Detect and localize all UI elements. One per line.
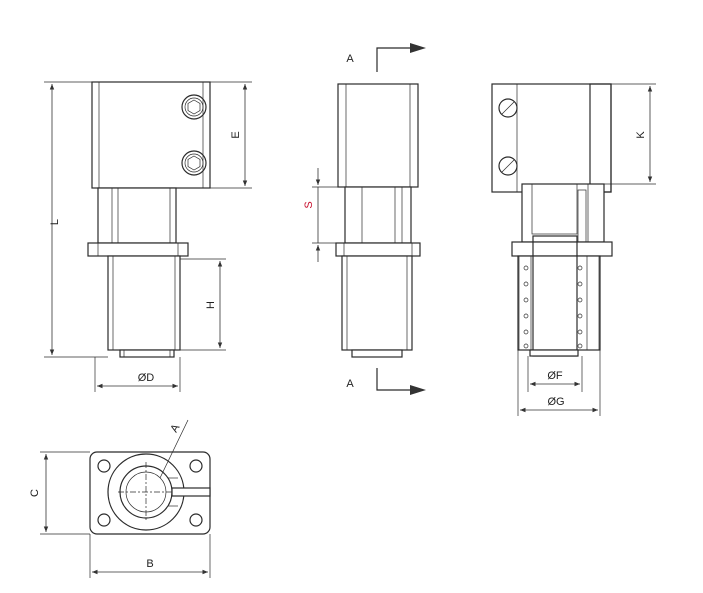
hex-screw-icon — [181, 150, 207, 176]
section-label-leader: A — [168, 422, 182, 435]
section-label-top: A — [346, 53, 354, 65]
side-view — [312, 43, 426, 395]
dim-label-C: C — [29, 489, 41, 497]
section-sleeve — [517, 255, 601, 351]
side-sleeve — [341, 255, 413, 351]
front-sleeve — [107, 255, 181, 351]
section-view — [491, 83, 656, 416]
front-flange — [87, 242, 189, 257]
front-shaft — [97, 187, 177, 244]
side-top-block — [337, 83, 419, 188]
dim-label-G: ØG — [547, 396, 564, 408]
dim-label-S: S — [303, 201, 315, 208]
section-arrow-icon — [410, 43, 426, 53]
ball-row-right — [577, 265, 583, 349]
screw-head-icon — [498, 98, 518, 118]
dim-label-K: K — [635, 131, 647, 139]
section-arrow-icon — [410, 385, 426, 395]
dim-label-H: H — [205, 301, 217, 309]
front-tip — [119, 349, 175, 358]
dim-label-B: B — [146, 558, 153, 570]
side-flange — [335, 242, 421, 257]
dim-label-L: L — [49, 219, 61, 225]
mount-hole-icon — [189, 513, 203, 527]
mount-hole-icon — [97, 459, 111, 473]
side-tip — [351, 349, 403, 358]
side-shaft — [344, 186, 412, 244]
dim-label-D: ØD — [138, 372, 155, 384]
section-flange — [511, 241, 613, 257]
section-label-bottom: A — [346, 378, 354, 390]
ball-row-left — [523, 265, 529, 349]
front-top-block — [91, 81, 211, 189]
hex-screw-icon — [181, 94, 207, 120]
section-shaft — [521, 183, 605, 243]
section-top-block — [491, 83, 612, 193]
mount-hole-icon — [189, 459, 203, 473]
mount-hole-icon — [97, 513, 111, 527]
top-view — [40, 419, 211, 578]
front-view — [44, 81, 252, 392]
screw-head-icon — [498, 156, 518, 176]
dim-label-E: E — [230, 131, 242, 138]
dim-label-F: ØF — [547, 370, 563, 382]
